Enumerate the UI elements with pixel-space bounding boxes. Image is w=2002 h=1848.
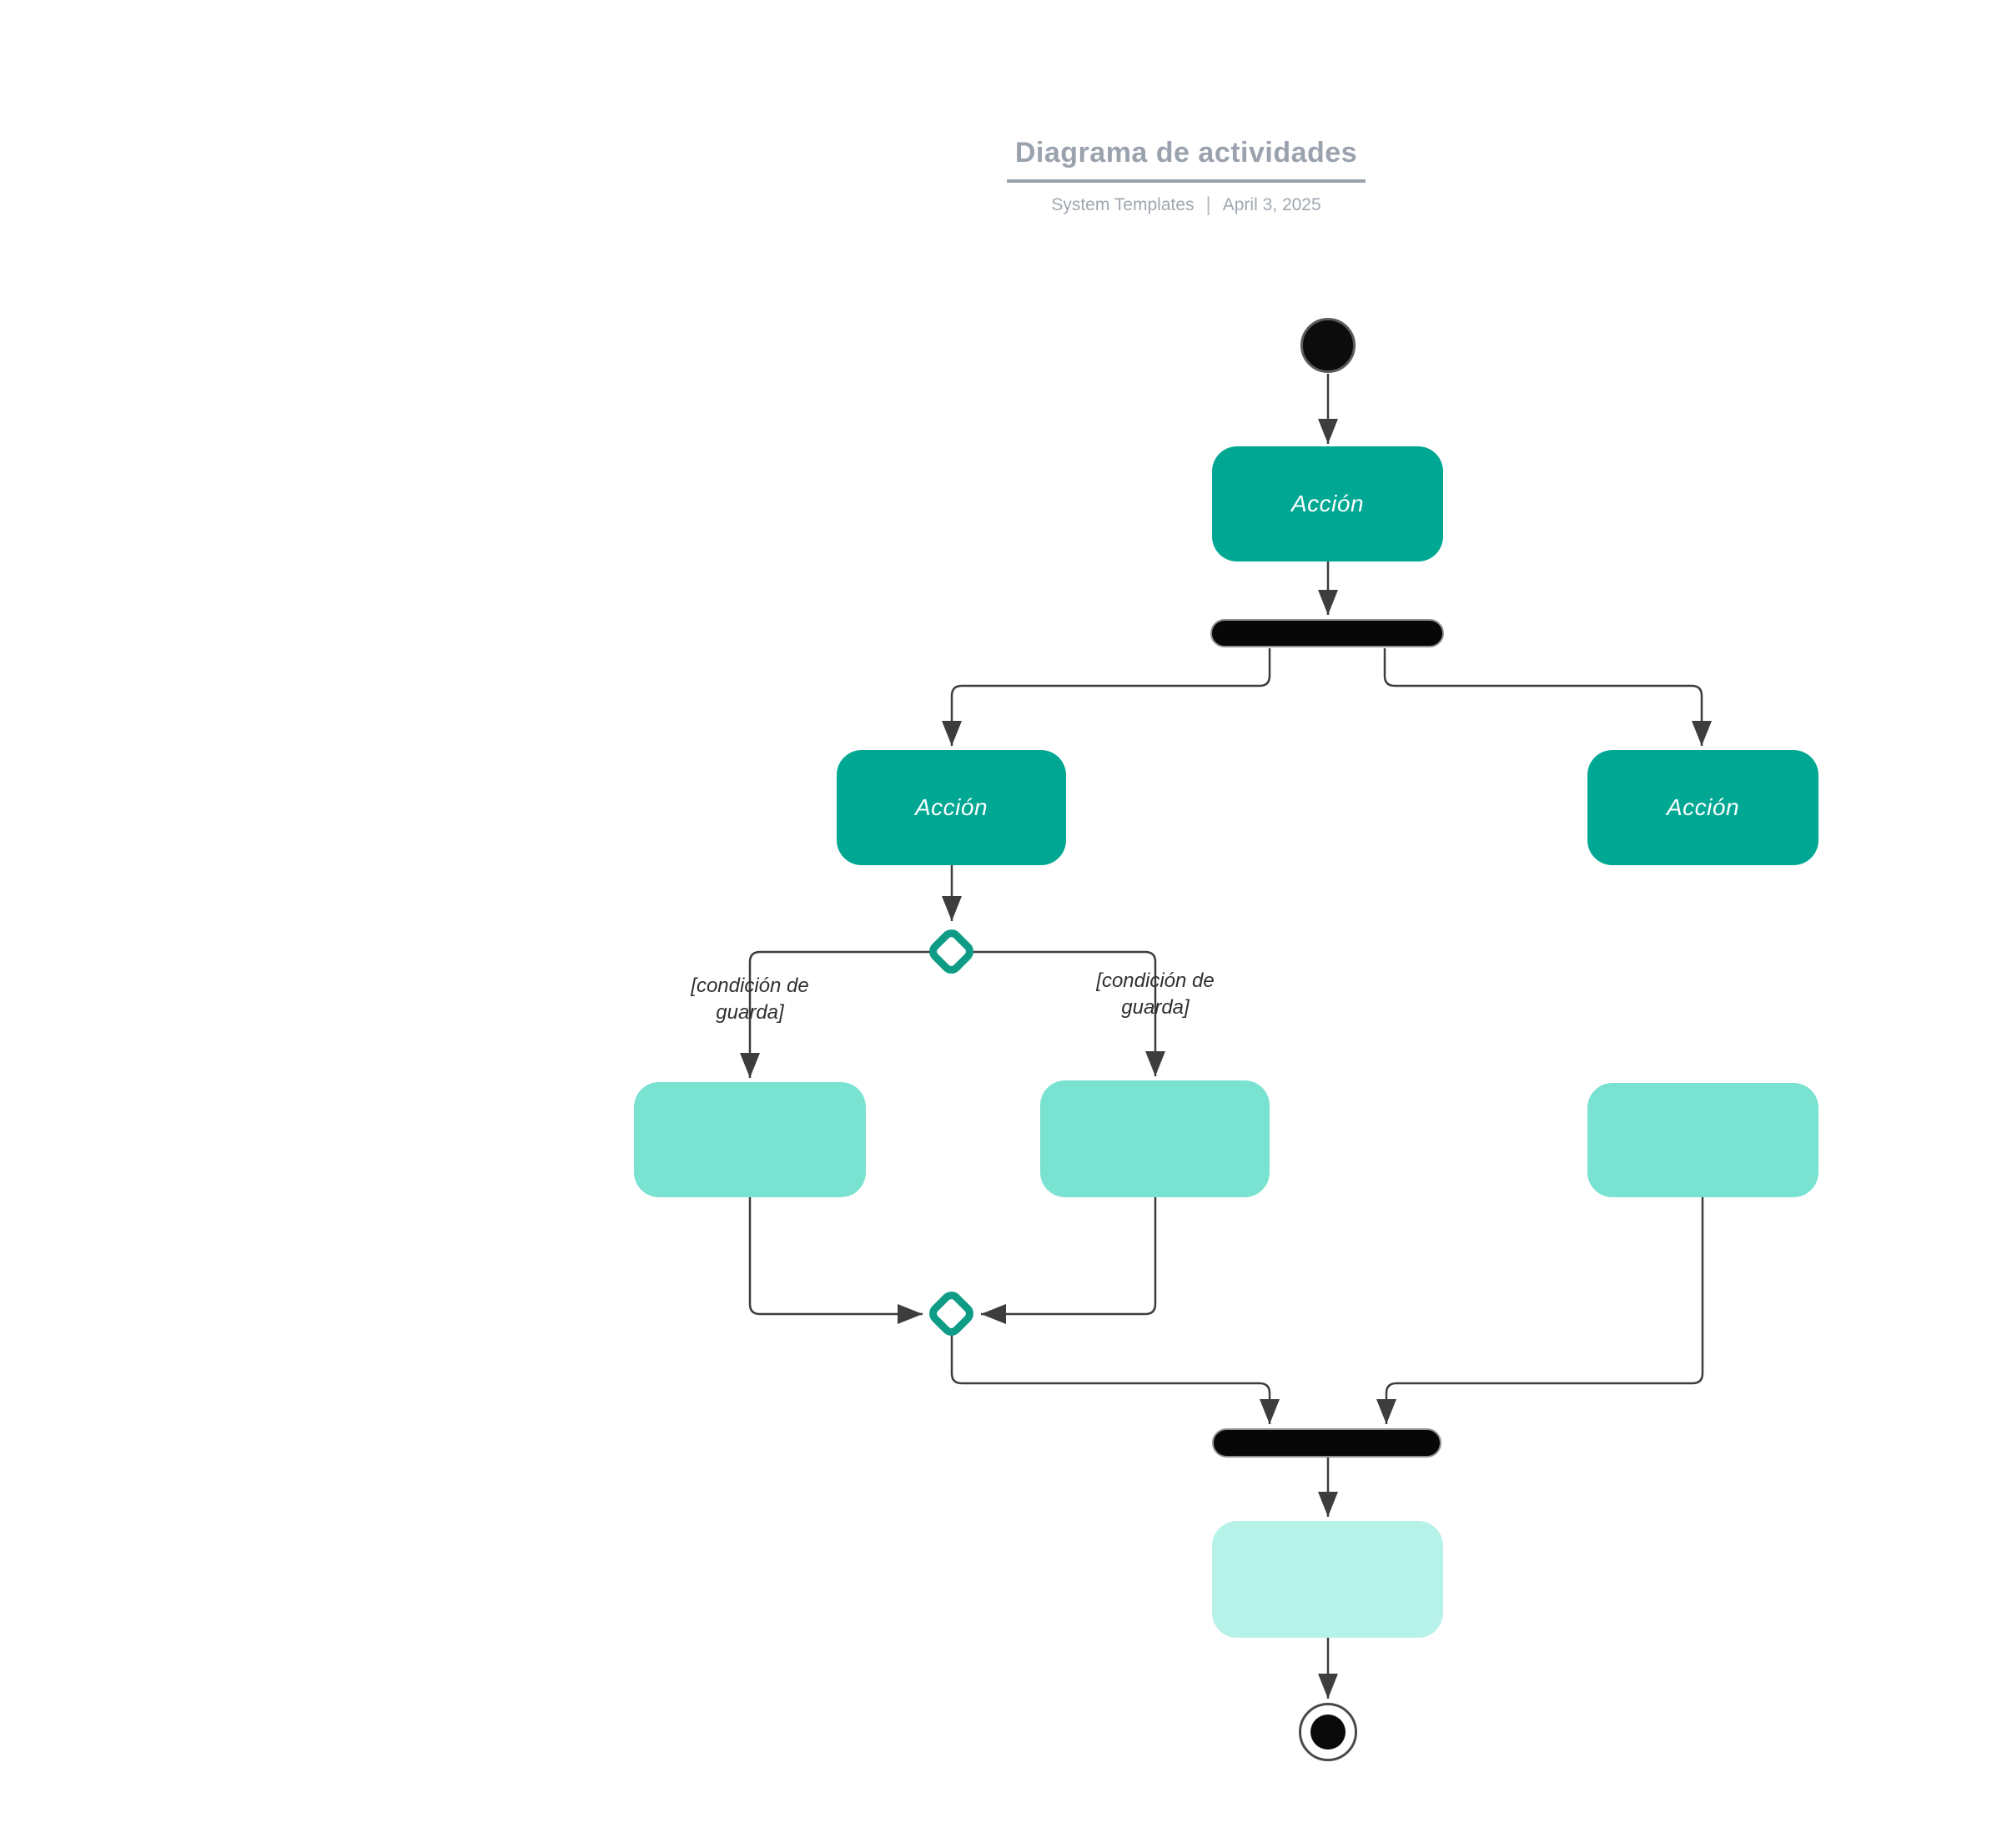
action-node-left[interactable]: Acción <box>837 750 1066 865</box>
subaction-node-left[interactable] <box>634 1082 866 1197</box>
action-label: Acción <box>914 794 988 820</box>
diagram-subtitle: System Templates | April 3, 2025 <box>884 194 1488 217</box>
subtitle-date: April 3, 2025 <box>1222 195 1321 214</box>
edge-subaction-right-to-join <box>1376 1197 1704 1424</box>
action-label: Acción <box>1290 491 1365 516</box>
edge-fork-to-action-left <box>942 648 1271 746</box>
final-action-node[interactable] <box>1212 1521 1443 1638</box>
title-underline <box>1007 179 1366 183</box>
join-bar[interactable] <box>1212 1428 1441 1458</box>
initial-node[interactable] <box>1300 318 1356 373</box>
edge-subaction-left-to-merge <box>748 1197 923 1324</box>
edge-fork-to-action-right <box>1383 648 1712 746</box>
edge-merge-to-join <box>950 1335 1280 1424</box>
subaction-node-right[interactable] <box>1587 1083 1818 1197</box>
subtitle-separator: | <box>1205 194 1211 216</box>
subaction-node-middle[interactable] <box>1040 1080 1270 1197</box>
activity-final-inner-dot <box>1310 1715 1346 1750</box>
action-node-right[interactable]: Acción <box>1587 750 1818 865</box>
diagram-header: Diagrama de actividades System Templates… <box>884 137 1488 217</box>
activity-final-node[interactable] <box>1299 1703 1357 1761</box>
action-label: Acción <box>1666 794 1740 820</box>
subtitle-source: System Templates <box>1051 195 1195 214</box>
action-node-top[interactable]: Acción <box>1212 446 1443 561</box>
edge-subaction-mid-to-merge <box>981 1197 1157 1324</box>
page-title: Diagrama de actividades <box>1014 137 1358 169</box>
edge-decision-to-subaction-mid <box>952 950 1165 1076</box>
edge-decision-to-subaction-left <box>740 950 952 1078</box>
fork-bar[interactable] <box>1210 619 1444 647</box>
